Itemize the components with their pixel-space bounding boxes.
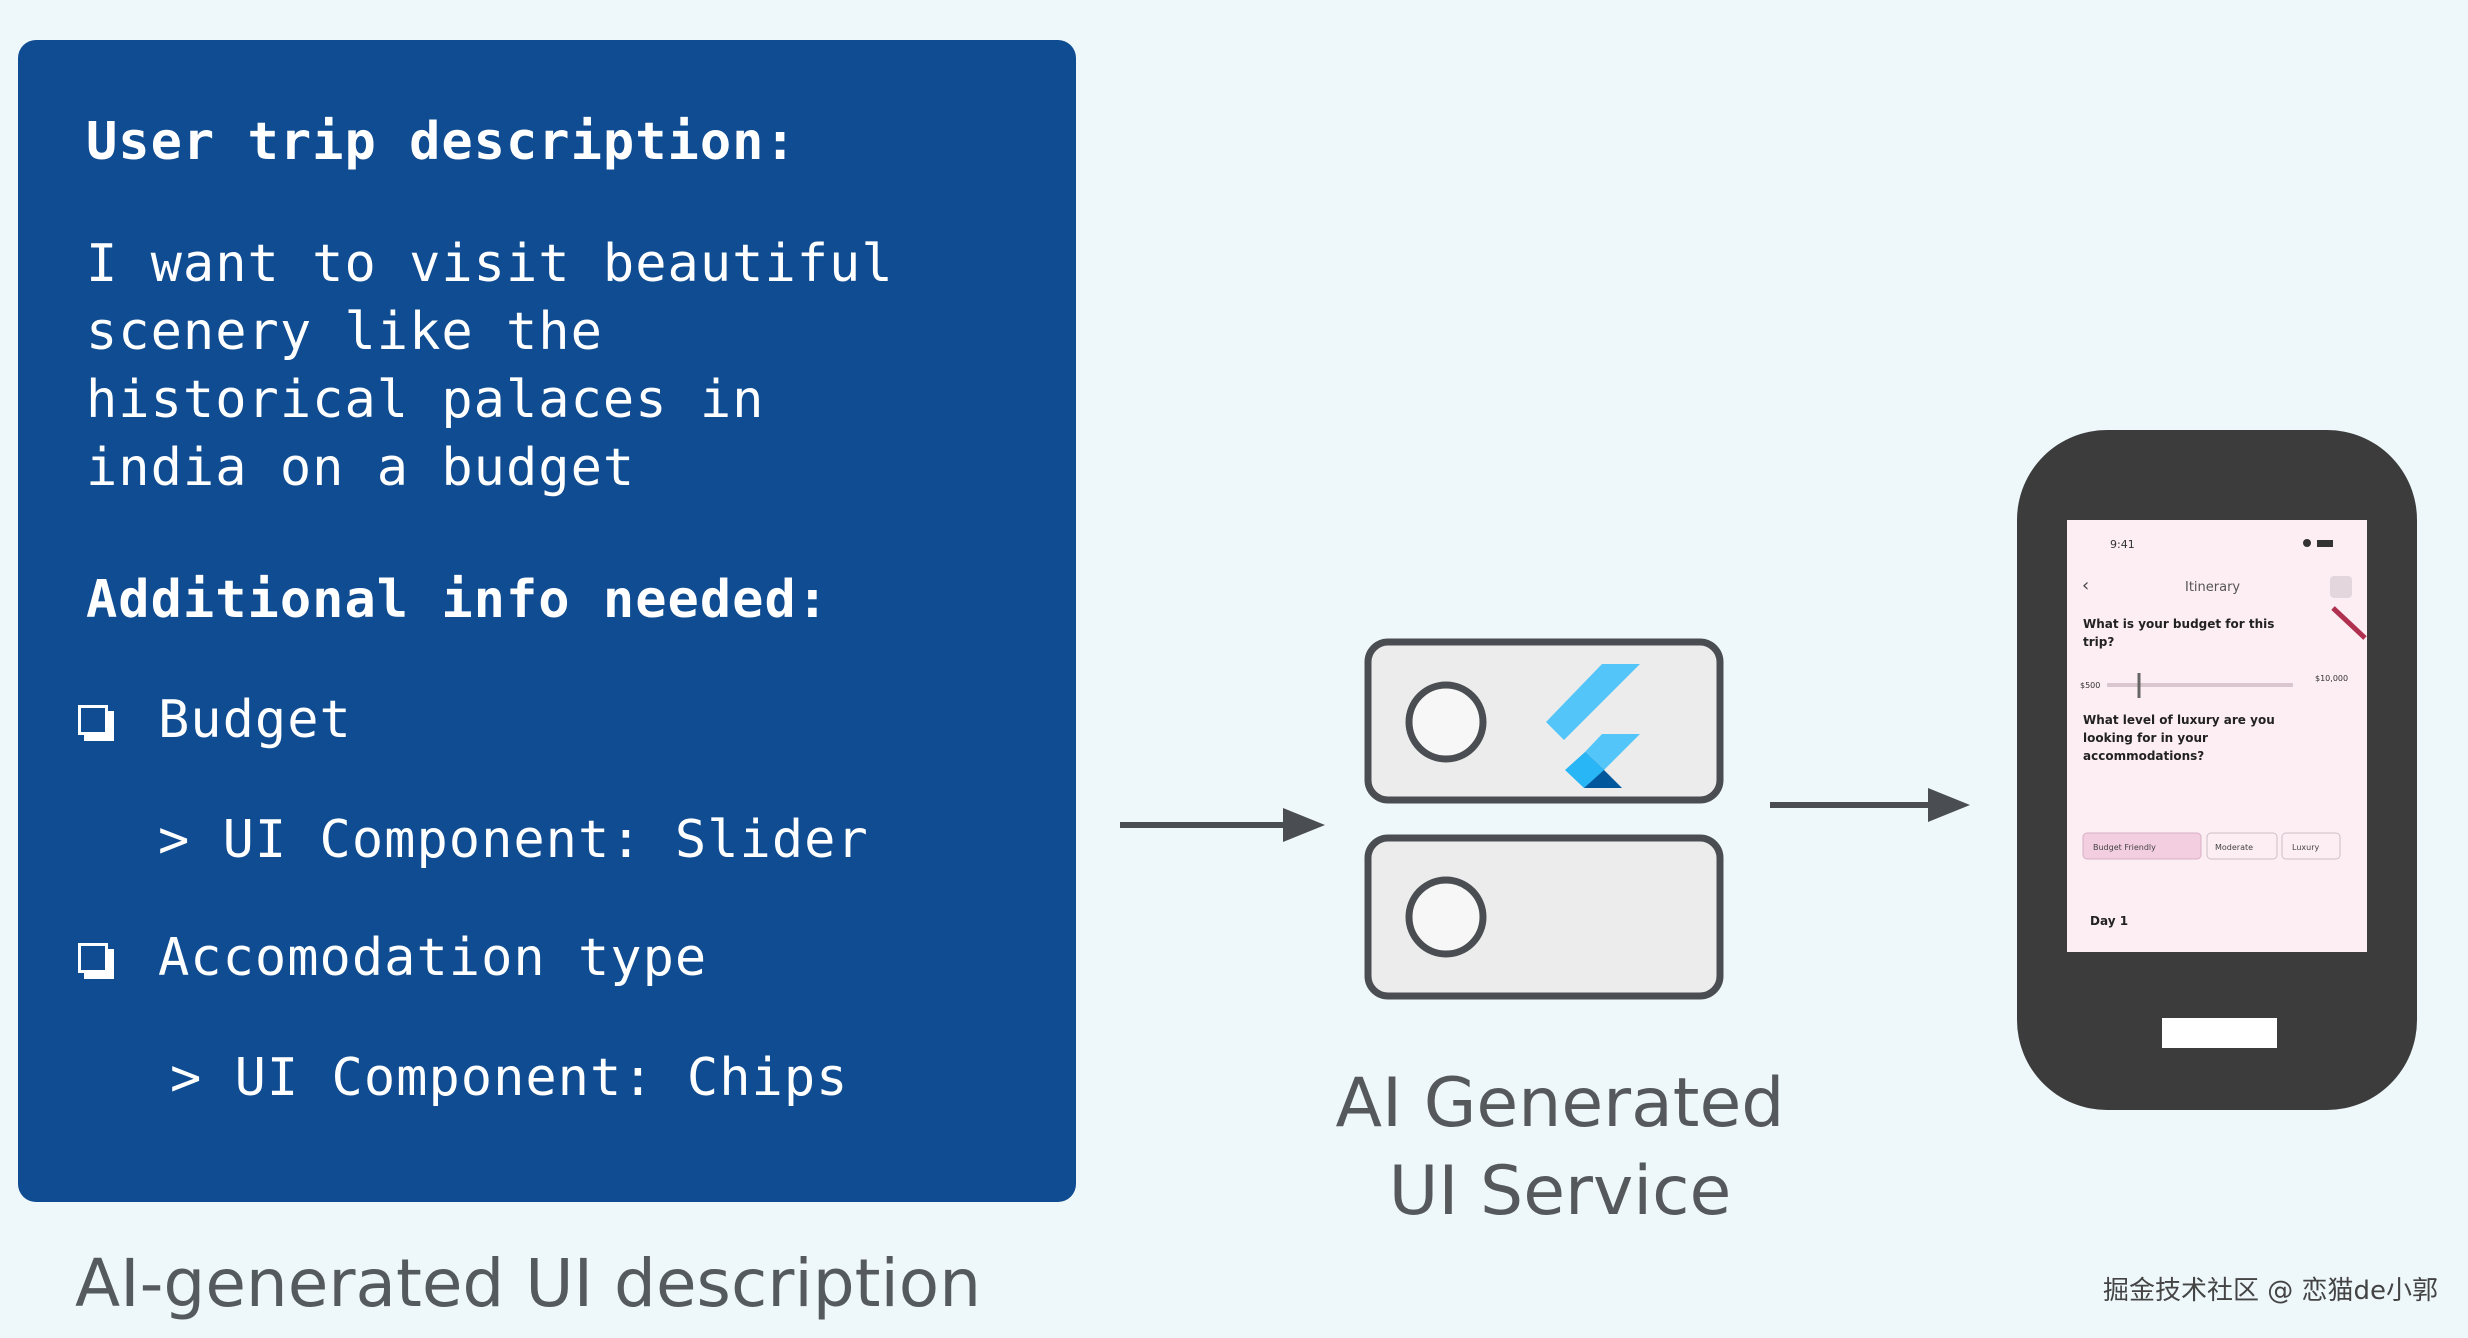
svg-text:looking for in your: looking for in your [2083,731,2208,745]
service-label-line1: AI Generated [1335,1064,1785,1143]
trip-description-heading: User trip description: [86,112,797,172]
budget-item: Budget [78,690,352,750]
budget-label: Budget [158,690,352,750]
flutter-logo-icon [1546,664,1640,788]
phone-title: Itinerary [2185,580,2240,595]
accommodation-item: Accomodation type [78,928,707,988]
slider-max: $10,000 [2315,674,2348,683]
day-label: Day 1 [2090,914,2128,928]
phone-q1-line2: trip? [2083,635,2114,649]
additional-info-heading: Additional info needed: [86,570,830,630]
svg-text:What level of luxury are you: What level of luxury are you [2083,713,2275,727]
arrow-right-icon [1120,808,1325,842]
chip-budget: Budget Friendly [2093,843,2156,852]
ui-description-panel: User trip description: I want to visit b… [18,40,1076,1202]
accommodation-component: > UI Component: Chips [170,1048,849,1108]
budget-component: > UI Component: Slider [158,810,869,870]
phone-icon: 9:41 ‹ Itinerary What is your budget for… [2017,430,2417,1110]
svg-text:accommodations?: accommodations? [2083,749,2204,763]
server-icon [1364,638,1724,1000]
chip-moderate: Moderate [2215,843,2253,852]
service-label-line2: UI Service [1388,1152,1732,1231]
panel-caption: AI-generated UI description [75,1245,982,1322]
arrow-right-icon [1770,788,1970,822]
checkbox-icon [78,943,114,979]
checkbox-icon [78,705,114,741]
slider-min: $500 [2080,681,2100,690]
chip-luxury: Luxury [2292,843,2319,852]
trip-description-text: I want to visit beautiful scenery like t… [86,234,894,498]
phone-q1-line1: What is your budget for this [2083,617,2274,631]
accommodation-label: Accomodation type [158,928,708,988]
phone-time: 9:41 [2110,538,2135,551]
watermark: 掘金技术社区 @ 恋猫de小郭 [2102,1276,2438,1306]
svg-text:‹: ‹ [2082,575,2089,596]
service-label: AI Generated UI Service [1300,1060,1820,1236]
